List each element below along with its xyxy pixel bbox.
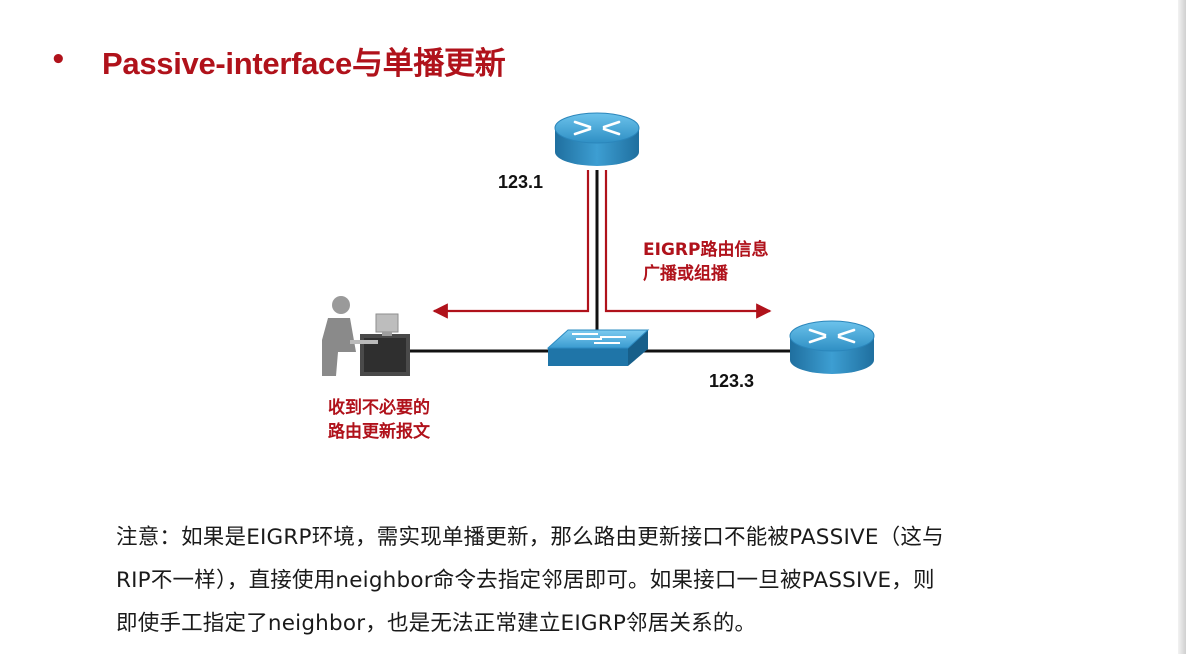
pc-label: 收到不必要的 路由更新报文 xyxy=(328,396,430,444)
router-right-ip-label: 123.3 xyxy=(709,371,755,391)
flood-arrow-left xyxy=(432,170,590,319)
note-line-2: RIP不一样），直接使用neighbor命令去指定邻居即可。如果接口一旦被PAS… xyxy=(116,568,935,593)
network-links xyxy=(405,170,795,353)
note-line-3: 即使手工指定了neighbor，也是无法正常建立EIGRP邻居关系的。 xyxy=(116,611,757,636)
flood-label-line2: 广播或组播 xyxy=(643,264,728,284)
router-icon xyxy=(789,320,875,374)
flood-arrow-right xyxy=(604,170,772,319)
flood-label: EIGRP路由信息 广播或组播 xyxy=(643,238,768,286)
pc-label-line2: 路由更新报文 xyxy=(328,422,430,442)
pc-label-line1: 收到不必要的 xyxy=(328,398,430,418)
router-icon xyxy=(554,112,640,166)
note-paragraph: 注意：如果是EIGRP环境，需实现单播更新，那么路由更新接口不能被PASSIVE… xyxy=(116,516,1182,645)
flood-label-line1: EIGRP路由信息 xyxy=(643,240,769,260)
note-line-1: 注意：如果是EIGRP环境，需实现单播更新，那么路由更新接口不能被PASSIVE… xyxy=(116,525,944,550)
slide-title-row: • Passive-interface与单播更新 xyxy=(50,38,506,82)
switch-icon xyxy=(546,329,650,366)
pc-user-icon xyxy=(322,296,410,376)
flood-arrows xyxy=(432,170,772,319)
window-edge xyxy=(1178,0,1186,654)
router-top-ip-label: 123.1 xyxy=(498,172,544,192)
slide-title: Passive-interface与单播更新 xyxy=(102,45,506,81)
title-bullet: • xyxy=(50,45,67,75)
